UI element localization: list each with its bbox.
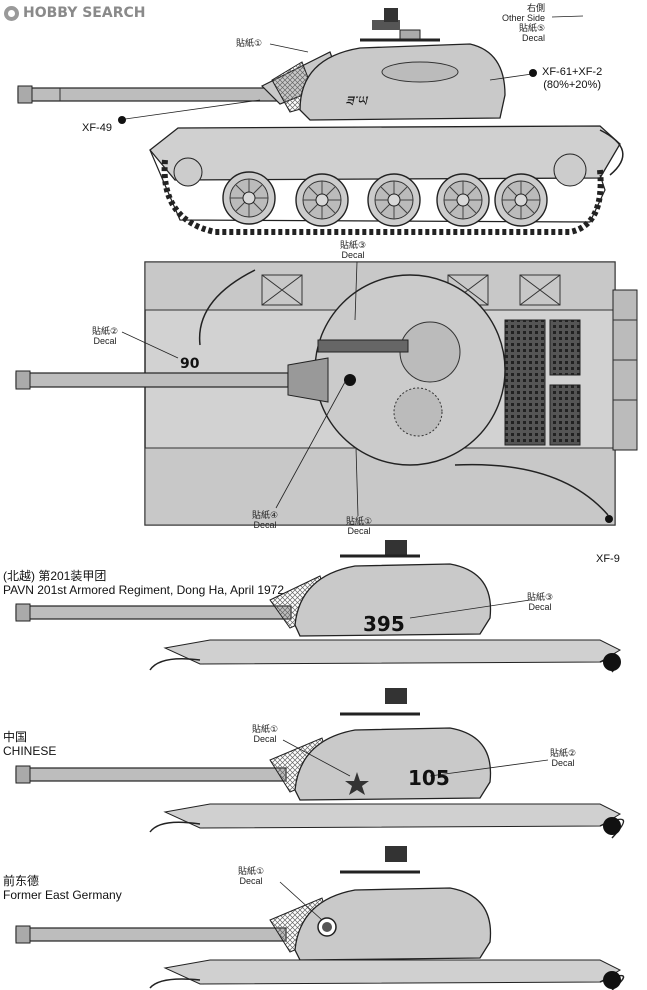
top-paint-label: XF-9: [596, 553, 620, 565]
variant-3-decal-label: 貼紙① Decal: [238, 866, 265, 886]
hobbysearch-logo-icon: [4, 5, 19, 21]
barrel-paint-label: XF-49: [82, 122, 112, 134]
variant-1-caption: (北越) 第201装甲团 PAVN 201st Armored Regiment…: [3, 569, 285, 597]
variant-east-germany-tank: [15, 846, 625, 990]
variant-2-decal-b-label: 貼紙② Decal: [550, 748, 577, 768]
variant-3-caption: 前东德 Former East Germany: [3, 874, 122, 902]
variant-2-decal-a-label: 貼紙① Decal: [252, 724, 279, 744]
top-decal-3-label: 貼紙③ Decal: [340, 240, 367, 260]
variant-1-number: 395: [363, 612, 405, 636]
top-view-tank: 90: [15, 261, 638, 526]
side-decal-1-label: 貼紙①: [236, 38, 263, 48]
variant-2-caption: 中国 CHINESE: [3, 730, 57, 758]
variant-chinese-tank: [15, 688, 625, 839]
variant-2-number: 105: [408, 766, 450, 790]
variant-1-decal-label: 貼紙③ Decal: [527, 592, 554, 612]
turret-paint-label: XF-61+XF-2 (80%+20%): [542, 66, 603, 91]
watermark-search: SEARCH: [82, 5, 146, 21]
variant-pavn-tank: [15, 540, 622, 673]
top-decal-2-label: 貼紙② Decal: [92, 326, 119, 346]
svg-text:ཟ་ཡ: ཟ་ཡ: [345, 94, 368, 110]
top-decal-4-label: 貼紙④ Decal: [252, 510, 279, 530]
side-view-tank: ཟ་ཡ: [17, 8, 624, 235]
svg-text:90: 90: [180, 356, 200, 372]
top-decal-1-label: 貼紙① Decal: [346, 516, 373, 536]
watermark-hobby: HOBBY: [23, 5, 78, 21]
hobbysearch-watermark: HOBBY SEARCH: [4, 3, 145, 23]
other-side-label: 右側 Other Side 貼紙⑤ Decal: [502, 3, 546, 43]
